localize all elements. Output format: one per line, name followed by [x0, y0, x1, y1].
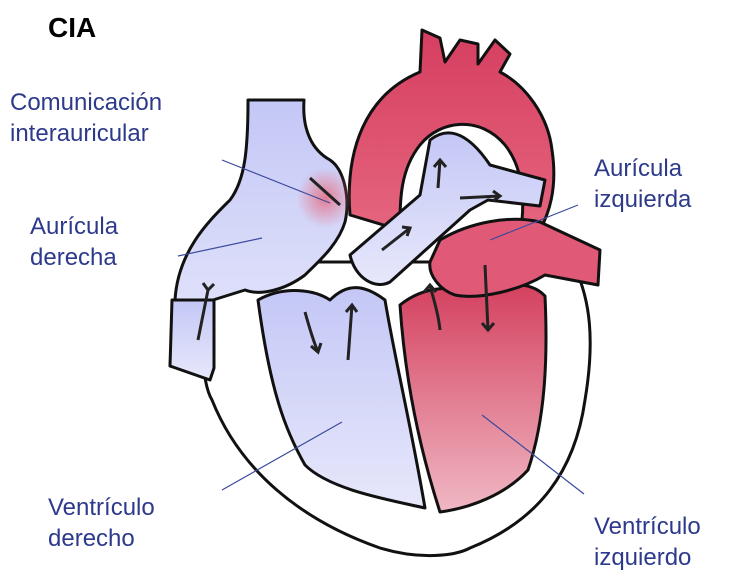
label-line: Comunicación [10, 87, 162, 118]
label-ventriculo-izquierdo: Ventrículo izquierdo [594, 511, 701, 573]
inferior-vena-cava [170, 300, 214, 380]
label-line: izquierda [594, 184, 691, 215]
diagram-title: CIA [48, 12, 96, 44]
label-line: Aurícula [30, 211, 118, 242]
label-line: izquierdo [594, 542, 701, 573]
septal-defect [297, 168, 353, 228]
label-line: Ventrículo [594, 511, 701, 542]
label-line: derecho [48, 523, 155, 554]
label-line: Ventrículo [48, 492, 155, 523]
label-line: Aurícula [594, 153, 691, 184]
label-line: derecha [30, 242, 118, 273]
label-line: interauricular [10, 118, 162, 149]
label-auricula-izquierda: Aurícula izquierda [594, 153, 691, 215]
label-auricula-derecha: Aurícula derecha [30, 211, 118, 273]
label-ventriculo-derecho: Ventrículo derecho [48, 492, 155, 554]
label-comunicacion-interauricular: Comunicación interauricular [10, 87, 162, 149]
